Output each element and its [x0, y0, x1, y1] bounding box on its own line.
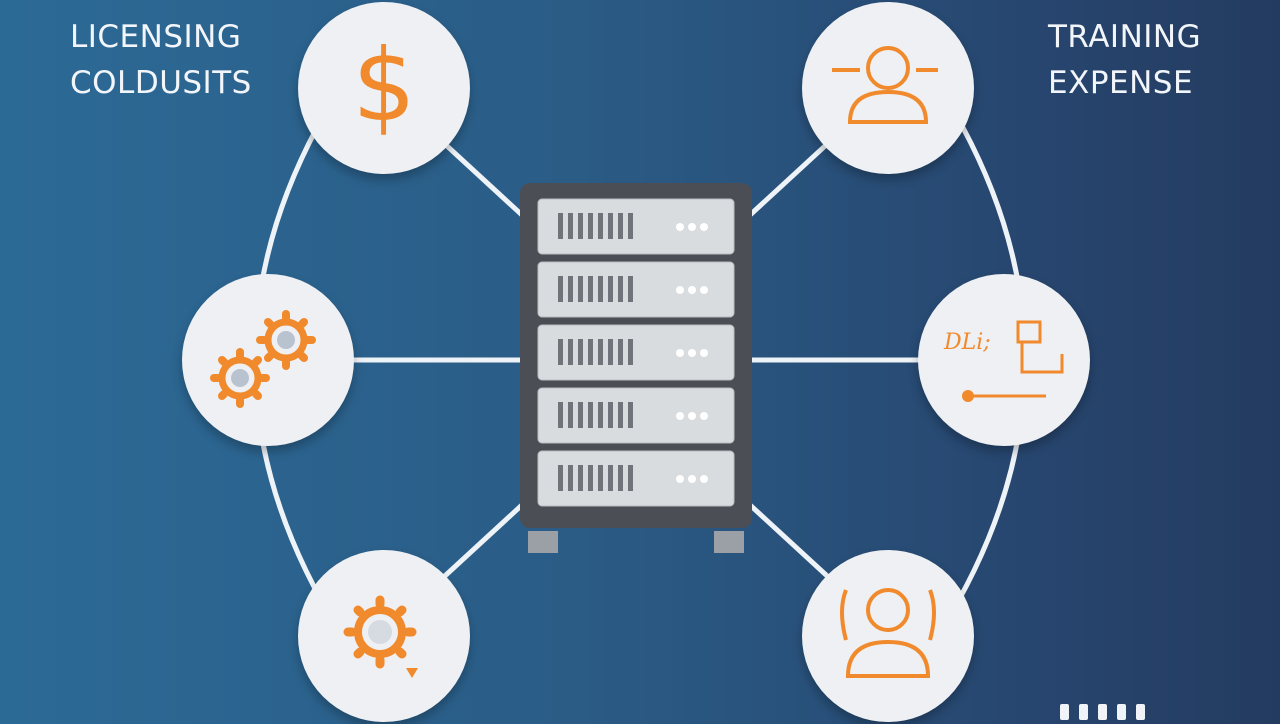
doodle-text: DLi; [944, 330, 991, 355]
server-unit [537, 324, 735, 381]
server-unit [537, 198, 735, 255]
node-gear [298, 550, 470, 722]
server-unit [537, 387, 735, 444]
label-licensing: LICENSING COLDUSITS [70, 14, 252, 106]
label-training: TRAINING EXPENSE [1048, 14, 1201, 106]
server-rack-icon [520, 183, 752, 553]
tools-icon [962, 320, 1064, 402]
server-unit [537, 450, 735, 507]
label-right-line-1: TRAINING [1048, 19, 1202, 55]
label-left-line-1: LICENSING [70, 19, 242, 55]
user-raised-icon [840, 588, 936, 678]
node-licensing: $ [298, 2, 470, 174]
server-unit [537, 261, 735, 318]
node-tools: DLi; [918, 274, 1090, 446]
decorative-bars [1060, 704, 1155, 724]
user-icon [832, 46, 938, 124]
dollar-icon: $ [352, 27, 416, 144]
svg-text:$: $ [352, 27, 416, 144]
node-gears [182, 274, 354, 446]
gear-icon [343, 595, 418, 678]
node-person [802, 550, 974, 722]
label-left-line-2: COLDUSITS [70, 65, 252, 101]
gears-icon [210, 310, 316, 408]
node-training [802, 2, 974, 174]
label-right-line-2: EXPENSE [1048, 65, 1194, 101]
